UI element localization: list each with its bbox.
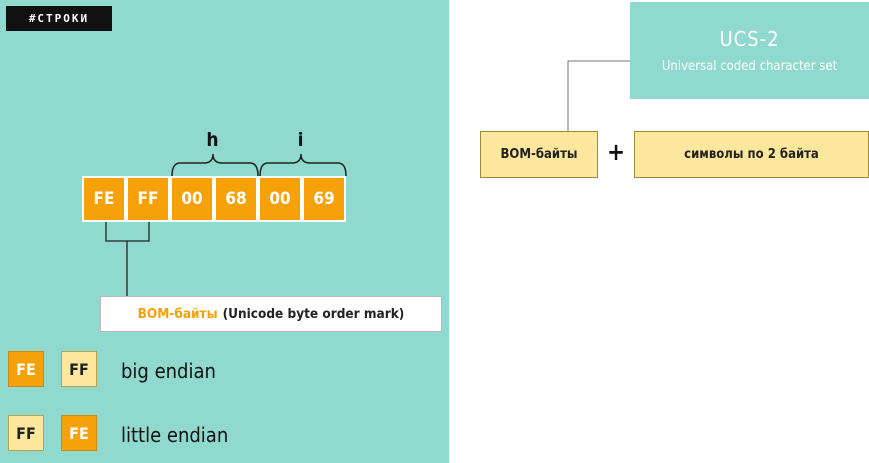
byte-box: 00 (258, 176, 302, 222)
ucs-connector (567, 60, 630, 131)
ucs-title: UCS-2 (719, 27, 780, 51)
byte-box: FF (126, 176, 170, 222)
endian-box: FF (61, 351, 97, 387)
endian-box: FE (8, 351, 44, 387)
bom-label: BOM-байты (Unicode byte order mark) (100, 296, 442, 332)
byte-box: FE (82, 176, 126, 222)
char-label-i: i (297, 129, 304, 151)
symbols-box: символы по 2 байта (634, 131, 869, 178)
endian-box: FF (8, 415, 44, 451)
bom-bytes-box: BOM-байты (480, 131, 598, 178)
byte-box: 68 (214, 176, 258, 222)
little-endian-label: little endian (121, 423, 229, 447)
plus-sign: + (606, 138, 626, 166)
bom-bracket (105, 222, 150, 242)
ucs-box: UCS-2 Universal coded character set (630, 2, 869, 99)
bom-label-rest: (Unicode byte order mark) (222, 306, 405, 322)
endian-box: FE (61, 415, 97, 451)
big-endian-label: big endian (121, 359, 216, 383)
bom-label-accent: BOM-байты (137, 306, 218, 322)
ucs-subtitle: Universal coded character set (661, 59, 838, 74)
brace-i (259, 153, 347, 177)
byte-box: 69 (302, 176, 346, 222)
brace-h (171, 153, 259, 177)
char-label-h: h (206, 129, 219, 151)
byte-box: 00 (170, 176, 214, 222)
tag-label: #СТРОКИ (6, 6, 112, 31)
